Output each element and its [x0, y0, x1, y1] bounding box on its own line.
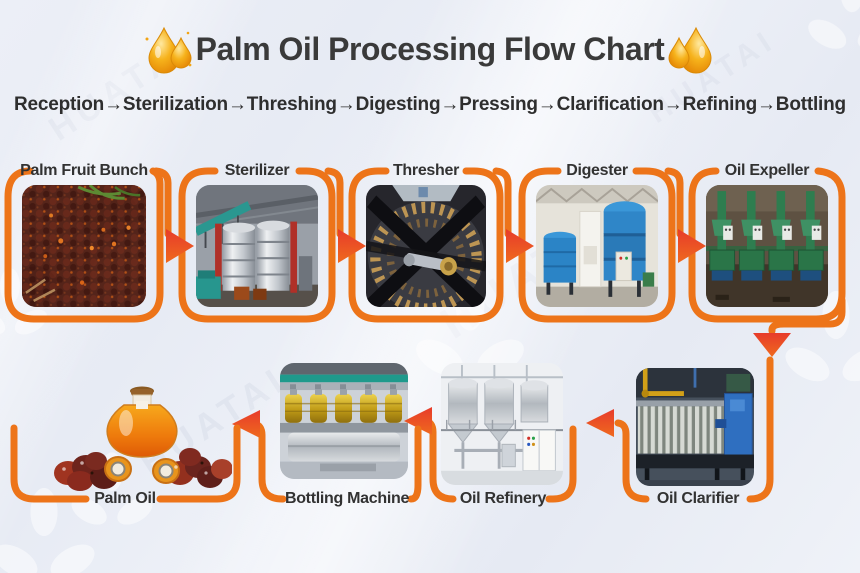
step-label-thresher: Thresher [392, 162, 460, 179]
arrow-right-icon [166, 229, 194, 263]
step-label-oil-refinery: Oil Refinery [459, 490, 547, 507]
process-flow-steps: Reception→Sterilization→Threshing→Digest… [14, 94, 846, 115]
oil-drop-icon [145, 26, 192, 74]
oil-clarifier-photo [636, 368, 754, 486]
arrow-left-icon [232, 410, 260, 438]
arrow-left-icon [586, 409, 614, 437]
step-label-palm-oil: Palm Oil [94, 490, 156, 507]
step-label-digester: Digester [566, 162, 628, 179]
step-label-oil-expeller: Oil Expeller [724, 162, 810, 179]
arrow-down-icon [753, 333, 791, 357]
digester-photo [536, 185, 658, 307]
step-label-oil-clarifier: Oil Clarifier [656, 490, 740, 507]
step-label-bottling-machine: Bottling Machine [284, 490, 410, 507]
arrow-right-icon [678, 229, 706, 263]
step-label-palm-fruit-bunch: Palm Fruit Bunch [20, 162, 148, 179]
step-label-sterilizer: Sterilizer [224, 162, 290, 179]
arrow-right-icon [338, 229, 366, 263]
thresher-photo [366, 185, 486, 307]
page-title: Palm Oil Processing Flow Chart [195, 30, 665, 67]
oil-refinery-photo [441, 363, 563, 485]
oil-expeller-photo [706, 185, 828, 307]
palm-fruit-bunch-photo [22, 185, 146, 307]
palm-oil-product-photo [52, 385, 233, 495]
sterilizer-photo [196, 185, 318, 307]
arrow-left-icon [404, 407, 432, 435]
header: Palm Oil Processing Flow Chart [0, 24, 860, 74]
bottling-machine-photo [280, 363, 408, 479]
oil-drop-icon [668, 26, 712, 74]
arrow-right-icon [506, 229, 534, 263]
